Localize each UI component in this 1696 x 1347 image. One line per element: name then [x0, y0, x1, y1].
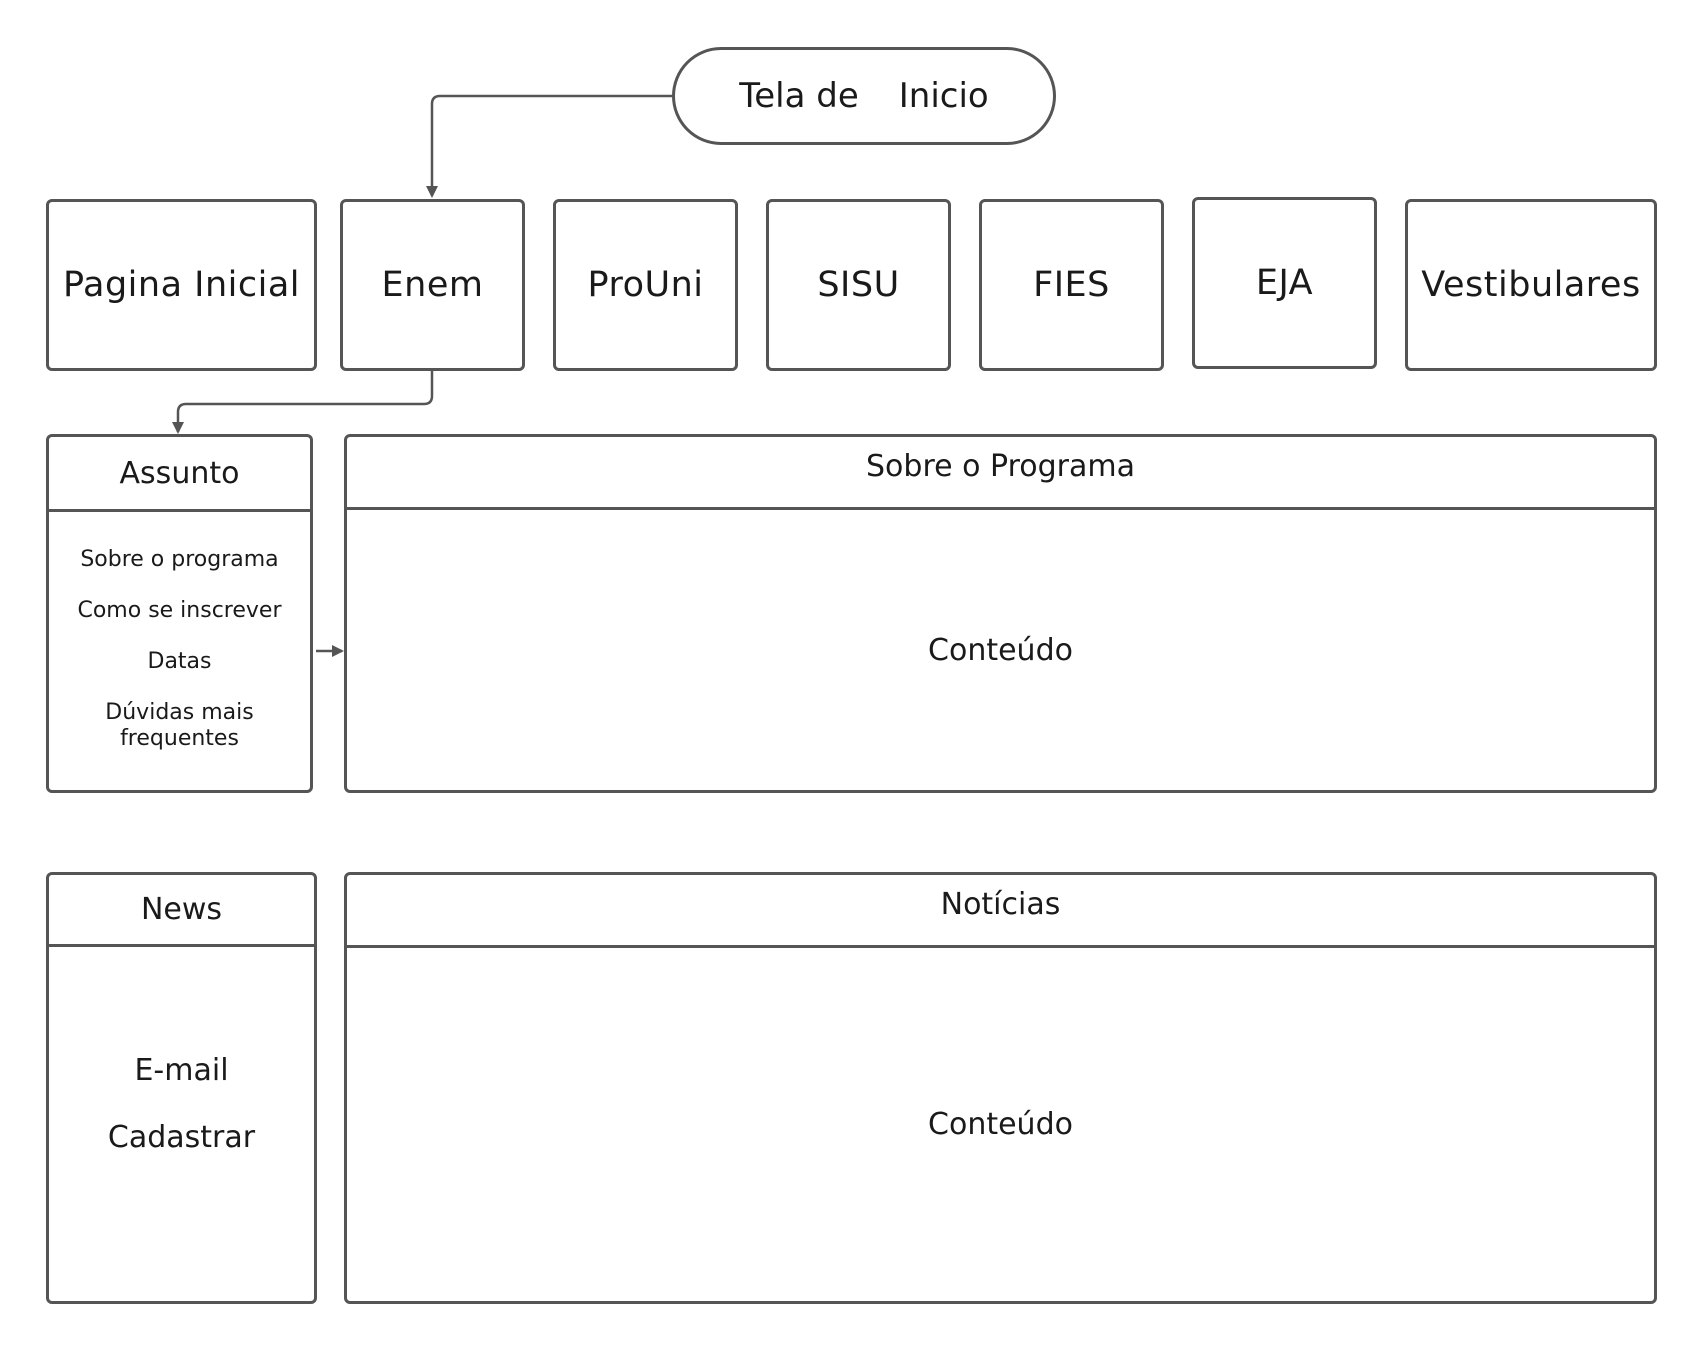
nav-label: EJA: [1255, 263, 1314, 303]
start-screen-node: Tela de Inicio: [672, 47, 1056, 145]
nav-label: SISU: [817, 265, 900, 305]
subject-item-duvidas-frequentes[interactable]: Dúvidas mais frequentes: [105, 700, 254, 751]
nav-vestibulares[interactable]: Vestibulares: [1405, 199, 1657, 371]
nav-pagina-inicial[interactable]: Pagina Inicial: [46, 199, 317, 371]
subject-item-sobre-o-programa[interactable]: Sobre o programa: [80, 547, 279, 572]
nav-eja[interactable]: EJA: [1192, 197, 1377, 369]
register-button[interactable]: Cadastrar: [107, 1120, 256, 1155]
email-field[interactable]: E-mail: [134, 1053, 229, 1088]
news-panel: News E-mail Cadastrar: [46, 872, 317, 1304]
nav-label: ProUni: [587, 265, 704, 305]
program-content-text: Conteúdo: [928, 632, 1073, 668]
nav-sisu[interactable]: SISU: [766, 199, 951, 371]
nav-enem[interactable]: Enem: [340, 199, 525, 371]
nav-prouni[interactable]: ProUni: [553, 199, 738, 371]
program-panel: Sobre o Programa Conteúdo: [344, 434, 1657, 793]
start-node-word-1: Tela de: [739, 76, 859, 116]
start-to-enem-arrow: [426, 94, 672, 198]
program-panel-header: Sobre o Programa: [347, 437, 1654, 510]
news-signup: E-mail Cadastrar: [49, 947, 314, 1301]
subject-item-como-se-inscrever[interactable]: Como se inscrever: [77, 598, 282, 623]
nav-label: Vestibulares: [1421, 265, 1641, 305]
subject-list: Sobre o programa Como se inscrever Datas…: [49, 512, 310, 790]
news-content-panel: Notícias Conteúdo: [344, 872, 1657, 1304]
program-panel-title: Sobre o Programa: [866, 448, 1135, 484]
start-node-word-2: Inicio: [898, 76, 989, 116]
subject-item-datas[interactable]: Datas: [147, 649, 212, 674]
enem-to-subject-arrow: [172, 371, 434, 434]
program-panel-body: Conteúdo: [347, 510, 1654, 790]
news-content-body: Conteúdo: [347, 948, 1654, 1301]
nav-label: FIES: [1033, 265, 1110, 305]
subject-panel: Assunto Sobre o programa Como se inscrev…: [46, 434, 313, 793]
news-content-title: Notícias: [940, 886, 1061, 922]
news-content-header: Notícias: [347, 875, 1654, 948]
news-panel-title: News: [140, 892, 223, 927]
nav-label: Pagina Inicial: [62, 265, 301, 305]
subject-panel-title: Assunto: [119, 455, 240, 491]
nav-label: Enem: [381, 265, 484, 305]
subject-panel-header: Assunto: [49, 437, 310, 512]
news-content-text: Conteúdo: [928, 1107, 1073, 1142]
nav-fies[interactable]: FIES: [979, 199, 1164, 371]
news-panel-header: News: [49, 875, 314, 947]
